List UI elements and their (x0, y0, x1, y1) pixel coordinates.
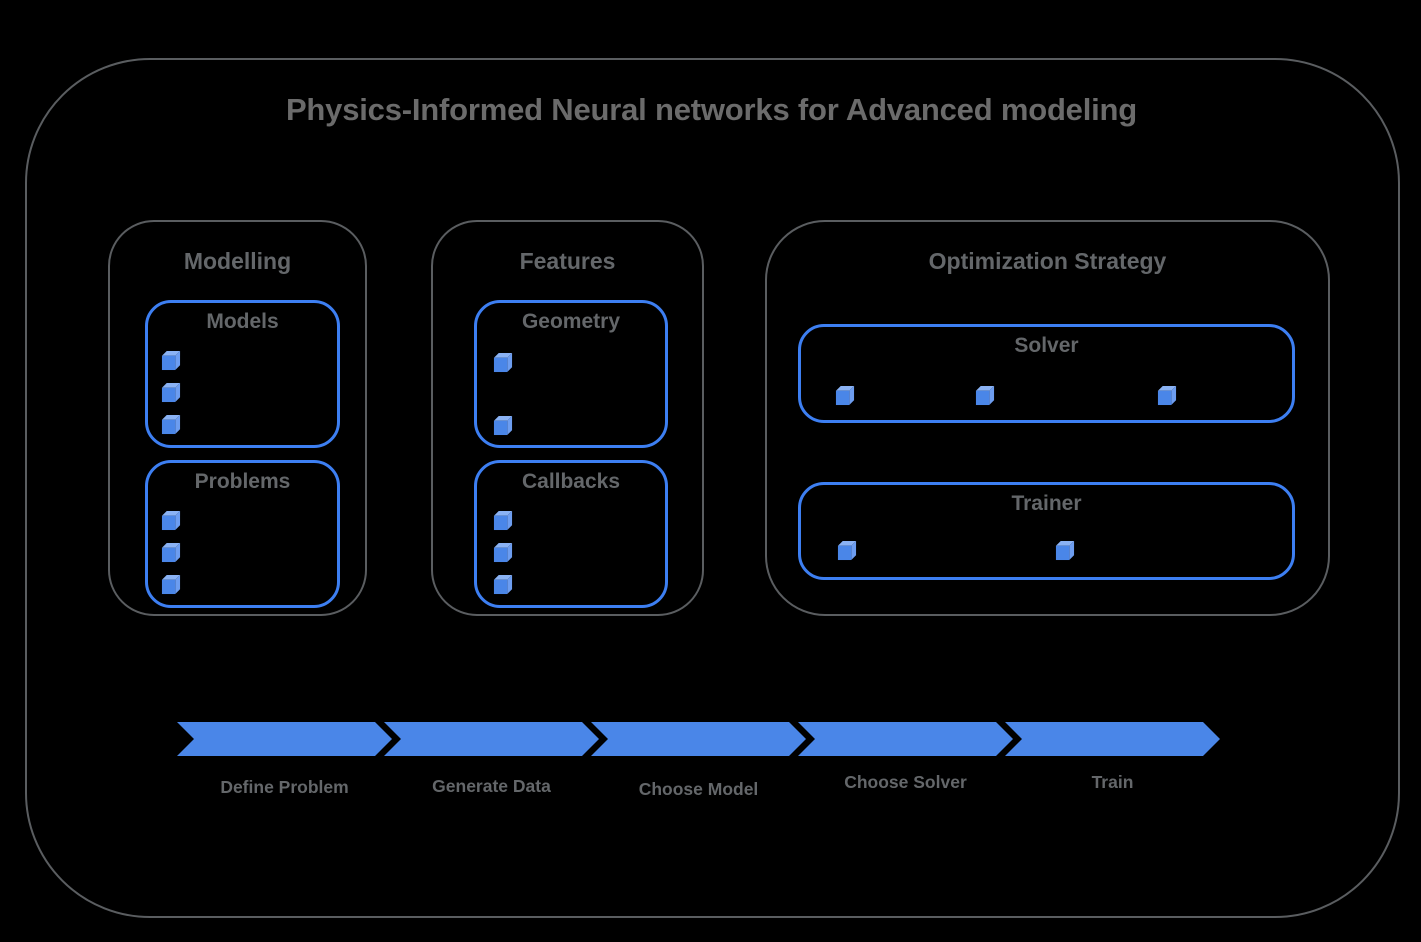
diagram-outer-frame (25, 58, 1400, 918)
group-solver: Solver (798, 324, 1295, 423)
cube-icon (835, 385, 855, 406)
cube-icon (161, 574, 181, 595)
group-problems: Problems (145, 460, 340, 608)
group-geometry: Geometry (474, 300, 668, 448)
section-features: Features Geometry Callbacks (431, 220, 704, 616)
cube-icon (161, 382, 181, 403)
cube-icon (493, 542, 513, 563)
group-trainer-title: Trainer (1011, 492, 1082, 515)
cube-icon (493, 415, 513, 436)
cube-icon (975, 385, 995, 406)
group-solver-title: Solver (1014, 334, 1079, 357)
cube-icon (161, 414, 181, 435)
cube-icon (1157, 385, 1177, 406)
section-optimization-strategy: Optimization Strategy Solver Trainer (765, 220, 1330, 616)
cube-icon (493, 574, 513, 595)
group-models: Models (145, 300, 340, 448)
section-optimization-title: Optimization Strategy (928, 248, 1167, 274)
group-callbacks: Callbacks (474, 460, 668, 608)
group-trainer: Trainer (798, 482, 1295, 580)
section-modelling: Modelling Models Problems (108, 220, 367, 616)
cube-icon (837, 540, 857, 561)
cube-icon (161, 350, 181, 371)
group-models-title: Models (206, 310, 279, 333)
group-problems-title: Problems (194, 470, 291, 493)
group-geometry-title: Geometry (521, 310, 621, 333)
cube-icon (161, 542, 181, 563)
section-features-title: Features (519, 248, 616, 274)
group-callbacks-title: Callbacks (521, 470, 621, 493)
section-modelling-title: Modelling (183, 248, 292, 274)
cube-icon (493, 352, 513, 373)
cube-icon (1055, 540, 1075, 561)
diagram-title: Physics-Informed Neural networks for Adv… (285, 92, 1138, 127)
cube-icon (493, 510, 513, 531)
cube-icon (161, 510, 181, 531)
